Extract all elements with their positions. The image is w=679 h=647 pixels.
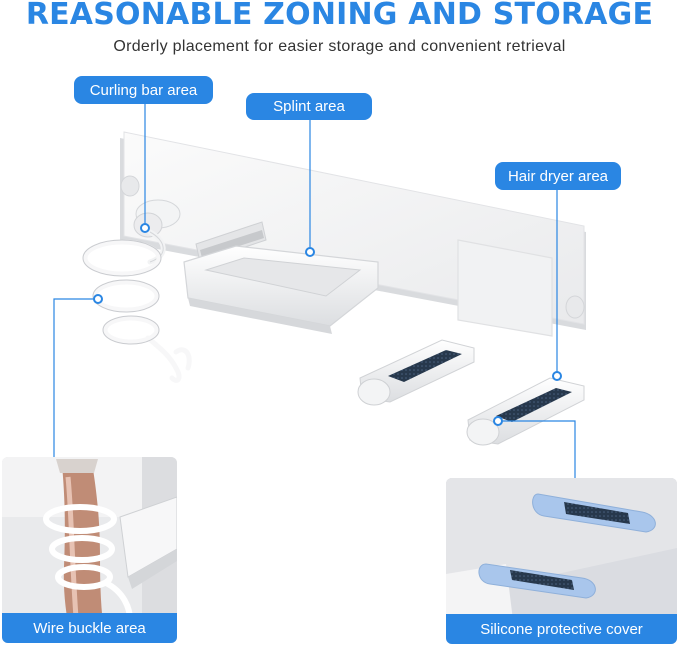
wire-buckle-photo: Wire buckle area [2, 457, 177, 643]
wall-plate [120, 131, 586, 337]
wire-buckle-illustration [2, 457, 177, 643]
leader-lines [53, 104, 576, 500]
lower-hook [466, 377, 585, 446]
page-title: REASONABLE ZONING AND STORAGE [25, 0, 654, 32]
splint-holder [183, 221, 379, 334]
callout-curling-bar: Curling bar area [74, 76, 213, 104]
callout-splint: Splint area [246, 93, 372, 120]
leader-dots [93, 223, 562, 426]
upper-hook [357, 339, 475, 406]
curling-bar-holder [82, 199, 192, 383]
caption-wire-buckle: Wire buckle area [2, 613, 177, 643]
silicone-cover-photo: Silicone protective cover [446, 478, 677, 644]
callout-hair-dryer: Hair dryer area [495, 162, 621, 190]
page-subtitle: Orderly placement for easier storage and… [113, 38, 566, 55]
caption-silicone-cover: Silicone protective cover [446, 614, 677, 644]
